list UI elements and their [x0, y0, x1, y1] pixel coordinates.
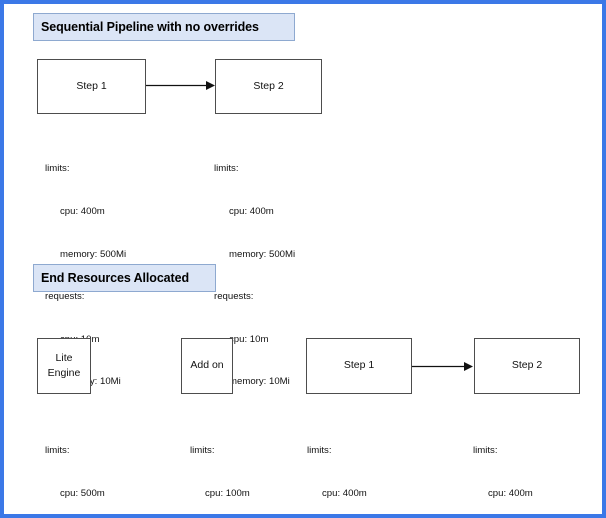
spec-limits-cpu: cpu: 400m — [322, 488, 367, 500]
node-label: Step 2 — [511, 359, 543, 372]
spec-limits-label: limits: — [45, 163, 70, 175]
spec-limits-cpu: cpu: 100m — [205, 488, 250, 500]
spec-requests-memory: memory: 10Mi — [229, 376, 290, 388]
node-top-step-2[interactable]: Step 2 — [215, 59, 322, 114]
spec-limits-memory: memory: 500Mi — [60, 248, 127, 260]
node-label: Step 1 — [76, 79, 107, 92]
spec-add-on: limits: cpu: 100m memory: 100Mi requests… — [190, 416, 271, 514]
node-top-step-1[interactable]: Step 1 — [37, 59, 146, 114]
arrow-top-step1-to-step2 — [146, 78, 216, 92]
spec-limits-cpu: cpu: 400m — [488, 488, 533, 500]
spec-limits-label: limits: — [214, 163, 239, 175]
spec-bottom-step-1: limits: cpu: 400m memory: 500Mi requests… — [307, 416, 388, 514]
spec-limits-label: limits: — [45, 445, 70, 457]
section-header-end-resources-allocated: End Resources Allocated — [33, 264, 216, 292]
section-header-sequential-pipeline: Sequential Pipeline with no overrides — [33, 13, 295, 41]
spec-limits-memory: memory: 500Mi — [229, 248, 296, 260]
spec-lite-engine: limits: cpu: 500m memory: 600Mi requests… — [45, 416, 126, 514]
spec-limits-cpu: cpu: 400m — [60, 206, 105, 218]
spec-limits-cpu: cpu: 400m — [229, 206, 274, 218]
spec-limits-label: limits: — [307, 445, 332, 457]
spec-limits-cpu: cpu: 500m — [60, 488, 105, 500]
node-bottom-step-2[interactable]: Step 2 — [474, 338, 580, 394]
spec-limits-label: limits: — [473, 445, 498, 457]
spec-bottom-step-2: limits: cpu: 400m memory: 500Mi requests… — [473, 416, 554, 514]
arrow-bottom-step1-to-step2 — [412, 359, 474, 373]
node-label: Lite Engine — [47, 351, 81, 379]
spec-top-step-2: limits: cpu: 400m memory: 500Mi requests… — [214, 134, 295, 418]
node-bottom-step-1[interactable]: Step 1 — [306, 338, 412, 394]
node-label: Add on — [190, 359, 224, 372]
spec-requests-label: requests: — [214, 291, 254, 303]
node-lite-engine[interactable]: Lite Engine — [37, 338, 91, 394]
node-add-on[interactable]: Add on — [181, 338, 233, 394]
node-label: Step 1 — [343, 359, 375, 372]
node-label: Step 2 — [253, 79, 284, 92]
spec-requests-label: requests: — [45, 291, 85, 303]
spec-limits-label: limits: — [190, 445, 215, 457]
spec-requests-cpu: cpu: 10m — [229, 333, 269, 345]
